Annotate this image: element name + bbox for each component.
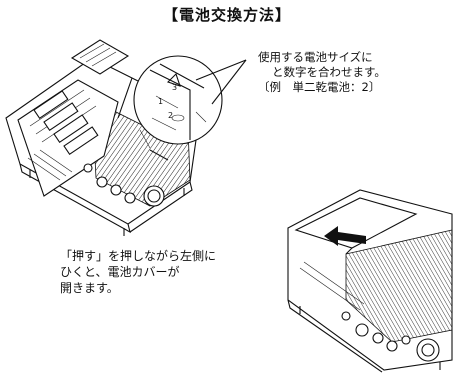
control-knobs-2 xyxy=(341,311,440,362)
magnified-detail: 1 2 3 xyxy=(117,55,247,161)
battery-size-note-line1: 使用する電池サイズに xyxy=(258,50,373,64)
slide-left-arrow xyxy=(324,226,366,246)
battery-size-note-line3: 〔例 単二乾電池：2〕 xyxy=(258,80,381,94)
control-knobs xyxy=(83,163,165,207)
cover-open-note: 「押す」を押しながら左側に ひくと、電池カバーが 開きます。 xyxy=(60,248,216,296)
battery-cells xyxy=(33,90,99,156)
cover-open-note-line1: 「押す」を押しながら左側に xyxy=(60,249,217,263)
svg-text:3: 3 xyxy=(172,83,177,92)
page-title: 【電池交換方法】 xyxy=(162,6,291,24)
svg-text:1: 1 xyxy=(158,97,163,106)
cover-open-note-line2: ひくと、電池カバーが xyxy=(60,265,180,279)
battery-size-note: 使用する電池サイズに と数字を合わせます。 〔例 単二乾電池：2〕 xyxy=(258,50,386,95)
cover-open-note-line3: 開きます。 xyxy=(60,281,119,295)
svg-text:2: 2 xyxy=(168,111,173,120)
battery-size-note-line2: と数字を合わせます。 xyxy=(272,65,386,79)
device-sliding-cover xyxy=(287,189,453,373)
